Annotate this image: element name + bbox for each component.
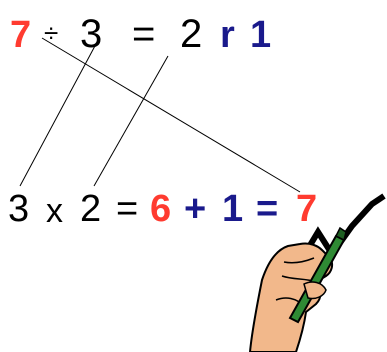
finger-crease-1 [283, 257, 315, 264]
plus-sign: + [184, 188, 207, 230]
remainder-top: 1 [250, 14, 272, 56]
quotient: 2 [180, 12, 203, 56]
product: 6 [150, 188, 172, 230]
factor-b: 2 [80, 188, 102, 230]
connector-divisor-to-factor-a [19, 43, 97, 187]
connector-quotient-to-factor-b [93, 55, 169, 187]
remainder-bottom: 1 [222, 188, 244, 230]
result: 7 [296, 188, 318, 230]
equals-bottom-1: = [116, 188, 139, 230]
fingertip [303, 281, 327, 300]
equals-top: = [132, 12, 156, 56]
factor-a: 3 [8, 188, 30, 230]
dividend: 7 [10, 14, 32, 56]
remainder-label: r [220, 14, 235, 56]
times-sign: x [46, 192, 63, 230]
equals-bottom-2: = [256, 188, 279, 230]
divide-sign: ÷ [44, 18, 59, 48]
pen-icon [288, 226, 347, 324]
divisor: 3 [80, 12, 103, 56]
